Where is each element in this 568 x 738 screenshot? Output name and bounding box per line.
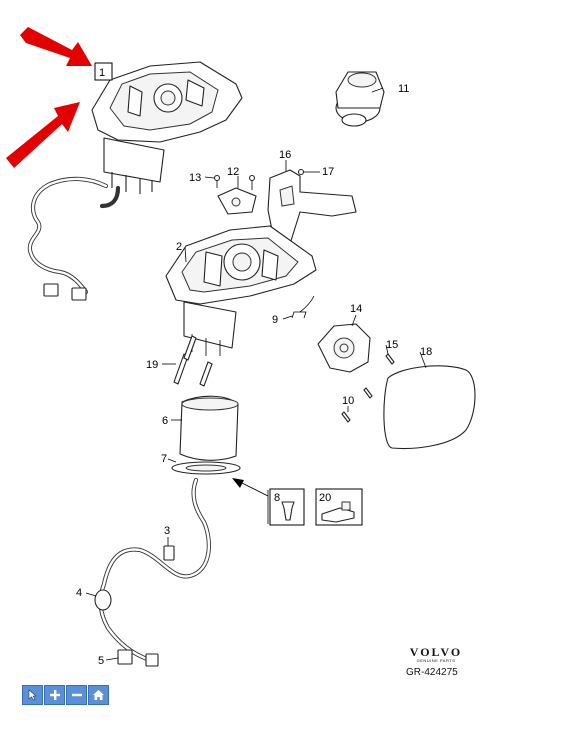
part-7-gasket[interactable] xyxy=(171,461,241,475)
zoom-out-button[interactable] xyxy=(66,685,87,705)
callout-13[interactable]: 13 xyxy=(189,172,201,184)
part-2-mirror-base[interactable] xyxy=(165,225,317,356)
inset-box-8[interactable] xyxy=(269,488,305,526)
part-18-mirror-glass[interactable] xyxy=(383,365,476,449)
callout-19[interactable]: 19 xyxy=(146,359,158,371)
wire-harness-top xyxy=(27,176,121,301)
part-1-mirror-housing[interactable] xyxy=(91,61,243,194)
volvo-logo: VOLVO xyxy=(409,645,463,659)
home-icon xyxy=(93,690,104,700)
inset-pointer xyxy=(232,478,269,524)
red-arrow-bottom xyxy=(6,102,80,168)
callout-3[interactable]: 3 xyxy=(164,525,170,537)
brand-block: VOLVO GENUINE PARTS xyxy=(404,646,468,664)
part-16-bracket[interactable] xyxy=(267,169,357,245)
leader-lines xyxy=(85,87,427,661)
home-button[interactable] xyxy=(88,685,109,705)
part-19-screws[interactable] xyxy=(173,335,213,387)
callout-17[interactable]: 17 xyxy=(322,166,334,178)
callout-7[interactable]: 7 xyxy=(161,453,167,465)
callout-4[interactable]: 4 xyxy=(76,587,82,599)
diagram-reference: GR-424275 xyxy=(406,667,458,678)
zoom-in-button[interactable] xyxy=(44,685,65,705)
callout-16[interactable]: 16 xyxy=(279,149,291,161)
inset-box-20[interactable] xyxy=(315,488,363,526)
callout-12[interactable]: 12 xyxy=(227,166,239,178)
part-10-screw[interactable] xyxy=(341,387,373,423)
red-arrow-top xyxy=(20,27,92,66)
callout-2[interactable]: 2 xyxy=(176,241,182,253)
callout-1[interactable]: 1 xyxy=(99,67,105,79)
plus-icon xyxy=(49,690,60,700)
part-15-screw[interactable] xyxy=(385,353,395,365)
callout-labels: 1 2 3 4 5 6 7 8 9 10 11 12 13 14 15 16 1… xyxy=(76,67,432,667)
callout-5[interactable]: 5 xyxy=(98,655,104,667)
callout-11[interactable]: 11 xyxy=(398,83,409,95)
callout-14[interactable]: 14 xyxy=(350,303,362,315)
part-13-screw[interactable] xyxy=(213,174,221,189)
zoom-toolbar xyxy=(22,685,109,705)
genuine-parts-label: GENUINE PARTS xyxy=(416,658,456,663)
callout-9[interactable]: 9 xyxy=(272,314,278,326)
part-6-cover[interactable] xyxy=(179,395,239,461)
part-12-clip[interactable] xyxy=(217,187,257,215)
minus-icon xyxy=(71,693,82,697)
highlight-arrows xyxy=(6,27,92,168)
select-button[interactable] xyxy=(22,685,43,705)
part-17-screw[interactable] xyxy=(297,168,305,176)
pointer-icon xyxy=(28,689,37,701)
part-11-motor[interactable] xyxy=(335,71,385,127)
callout-box-1 xyxy=(94,62,113,81)
part-14-adjuster[interactable] xyxy=(317,323,371,373)
callout-18[interactable]: 18 xyxy=(420,346,432,358)
part-9-clip[interactable] xyxy=(291,295,315,319)
callout-15[interactable]: 15 xyxy=(386,339,398,351)
callout-6[interactable]: 6 xyxy=(162,415,168,427)
wire-harness-bottom xyxy=(94,477,211,667)
part-12b-screw[interactable] xyxy=(248,174,256,191)
callout-20[interactable]: 20 xyxy=(319,492,331,504)
callout-8[interactable]: 8 xyxy=(274,492,280,504)
callout-10[interactable]: 10 xyxy=(342,395,354,407)
